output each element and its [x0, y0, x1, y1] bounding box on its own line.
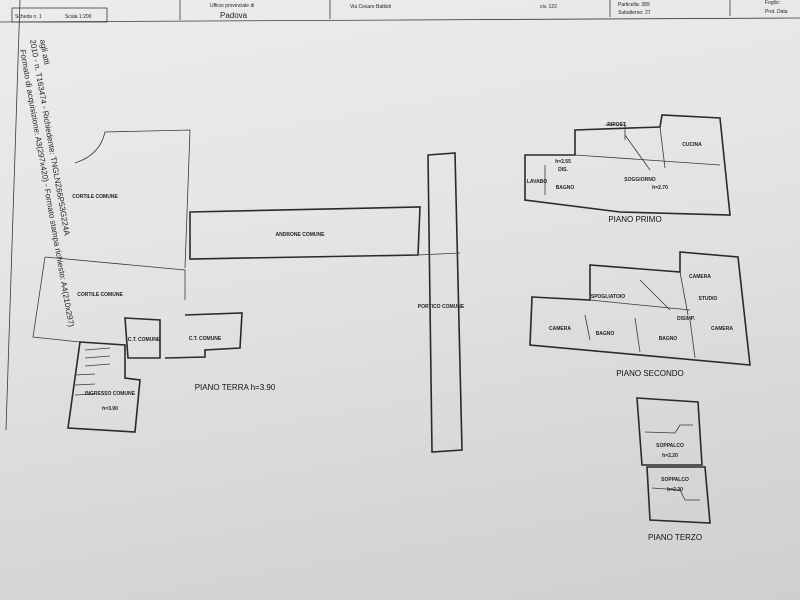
- room-label: C.T. COMUNE: [128, 337, 161, 343]
- room-label: CUCINA: [682, 142, 702, 148]
- title-block: Scheda n. 1 Scala 1:200 Ufficio provinci…: [0, 0, 800, 23]
- room-label: h=2.55: [555, 159, 571, 165]
- room-label: LAVABO: [527, 179, 547, 185]
- room-label: h=2.20: [662, 453, 678, 459]
- room-label: SOGGIORNO: [624, 177, 656, 183]
- room-label: CAMERA: [549, 326, 571, 332]
- room-label: BAGNO: [659, 336, 678, 342]
- via: Via Cesare Battisti: [350, 4, 391, 10]
- side-annotation: 2010 - n. T163474 - Richiedente: TNGLNZ6…: [5, 0, 76, 431]
- room-label: SOPPALCO: [661, 477, 689, 483]
- room-label: CORTILE COMUNE: [77, 292, 123, 298]
- room-label: CORTILE COMUNE: [72, 194, 118, 200]
- piano-secondo-caption: PIANO SECONDO: [616, 369, 684, 378]
- room-label: h=2.20: [667, 487, 683, 493]
- room-label: SOPPALCO: [656, 443, 684, 449]
- room-label: C.T. COMUNE: [189, 336, 222, 342]
- piano-primo-caption: PIANO PRIMO: [608, 215, 661, 224]
- room-label: h=2.70: [652, 185, 668, 191]
- room-label: STUDIO: [699, 296, 718, 302]
- room-label: CAMERA: [689, 274, 711, 280]
- piano-terzo-plan: SOPPALCO h=2.20 SOPPALCO h=2.20 PIANO TE…: [636, 397, 711, 542]
- room-label: h=3.90: [102, 406, 118, 412]
- piano-terzo-caption: PIANO TERZO: [648, 533, 702, 542]
- room-label: DISIMP.: [677, 316, 696, 322]
- ufficio-label: Ufficio provinciale di: [210, 3, 254, 9]
- room-label: RIPOST.: [607, 122, 627, 128]
- room-label: BAGNO: [596, 331, 615, 337]
- scheda-number: Scheda n. 1: [15, 14, 42, 20]
- room-label: SPOGLIATOIO: [591, 294, 625, 300]
- room-label: DIS.: [558, 167, 568, 173]
- room-label: BAGNO: [556, 185, 575, 191]
- piano-primo-plan: CUCINA SOGGIORNO BAGNO LAVABO RIPOST. h=…: [524, 114, 731, 224]
- prot-label: Prot. Data: [765, 9, 788, 15]
- subalterno: Subalterno: 27: [618, 10, 651, 16]
- piano-terra-plan: CORTILE COMUNE CORTILE COMUNE ANDRONE CO…: [32, 129, 465, 453]
- provincia: Padova: [220, 11, 248, 20]
- side-text-3: agli atti: [38, 39, 51, 66]
- piano-secondo-plan: CAMERA BAGNO BAGNO SPOGLIATOIO CAMERA CA…: [529, 251, 751, 378]
- scala: Scala 1:200: [65, 14, 92, 20]
- civico: civ. 122: [540, 4, 557, 10]
- piano-terra-caption: PIANO TERRA h=3.90: [195, 383, 276, 392]
- room-label: ANDRONE COMUNE: [276, 232, 326, 238]
- foglio-label: Foglio:: [765, 0, 780, 6]
- room-label: CAMERA: [711, 326, 733, 332]
- room-label: INGRESSO COMUNE: [85, 391, 136, 397]
- room-label: PORTICO COMUNE: [418, 304, 465, 310]
- particella: Particella: 389: [618, 2, 650, 8]
